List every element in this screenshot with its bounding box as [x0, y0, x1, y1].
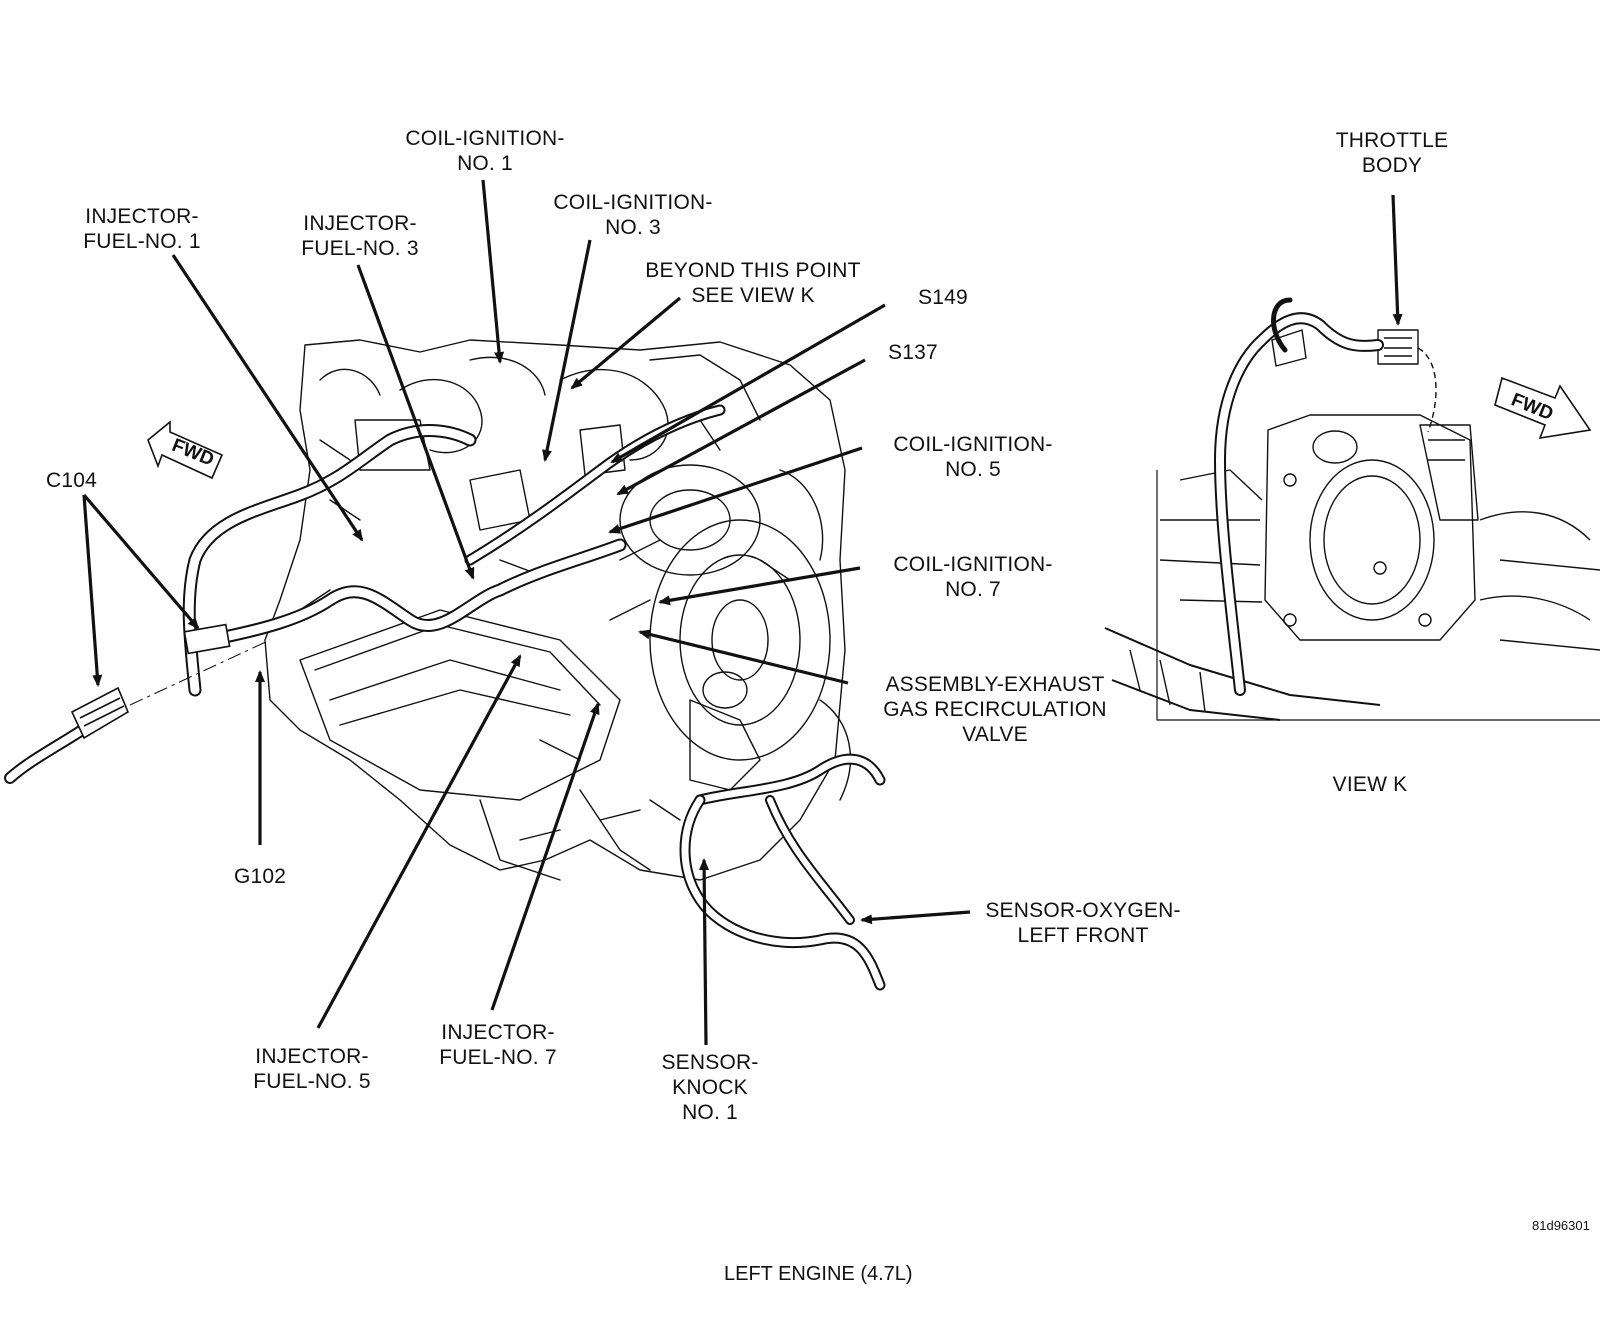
- leader-coil-5: [608, 446, 863, 534]
- injector-fuel-3-label: INJECTOR-FUEL-NO. 3: [301, 212, 419, 260]
- coil-ignition-1-label: COIL-IGNITION-NO. 1: [405, 127, 565, 175]
- splice-s137-label: S137: [888, 341, 938, 364]
- leader-lines: [82, 179, 971, 1046]
- leader-coil-1: [481, 179, 505, 364]
- ground-g102-label: G102: [234, 865, 287, 888]
- leader-egr: [638, 629, 849, 685]
- fwd-arrow-main: FWD: [147, 420, 224, 480]
- view-k-caption: VIEW K: [1332, 773, 1408, 796]
- leader-throttle: [1391, 194, 1403, 326]
- leader-c104-b: [82, 493, 200, 630]
- leader-s137: [616, 358, 866, 496]
- leader-injector-5: [316, 654, 522, 1029]
- coil-ignition-5-label: COIL-IGNITION-NO. 5: [893, 433, 1053, 481]
- coil-ignition-3-label: COIL-IGNITION-NO. 3: [553, 191, 713, 239]
- injector-fuel-7-label: INJECTOR-FUEL-NO. 7: [439, 1021, 557, 1069]
- fwd-arrow-view-k: FWD: [1494, 376, 1592, 440]
- leader-beyond: [570, 296, 682, 390]
- connector-c104-label: C104: [46, 469, 98, 492]
- leader-o2: [860, 910, 971, 925]
- injector-fuel-5-label: INJECTOR-FUEL-NO. 5: [253, 1045, 371, 1093]
- splice-s149-label: S149: [918, 286, 968, 309]
- leader-coil-7: [658, 566, 861, 606]
- leader-c104-a: [82, 494, 103, 687]
- leader-coil-3: [542, 239, 592, 462]
- c104-connector: [70, 623, 231, 740]
- leader-injector-3: [356, 264, 475, 580]
- figure-id: 81d96301: [1532, 1218, 1590, 1233]
- injector-fuel-1-label: INJECTOR-FUEL-NO. 1: [83, 205, 201, 253]
- leader-knock: [699, 858, 710, 1046]
- diagram-caption: LEFT ENGINE (4.7L): [724, 1263, 913, 1285]
- sensor-oxygen-left-front-label: SENSOR-OXYGEN-LEFT FRONT: [985, 899, 1181, 947]
- leader-injector-1: [171, 254, 364, 542]
- leader-s149: [610, 303, 886, 464]
- c104-dashed-line: [129, 639, 271, 706]
- engine-sketch: [264, 339, 852, 881]
- wiring-harness: [4, 404, 886, 991]
- coil-ignition-7-label: COIL-IGNITION-NO. 7: [893, 553, 1053, 601]
- view-k-harness: [1213, 297, 1384, 696]
- leader-injector-7: [490, 702, 600, 1011]
